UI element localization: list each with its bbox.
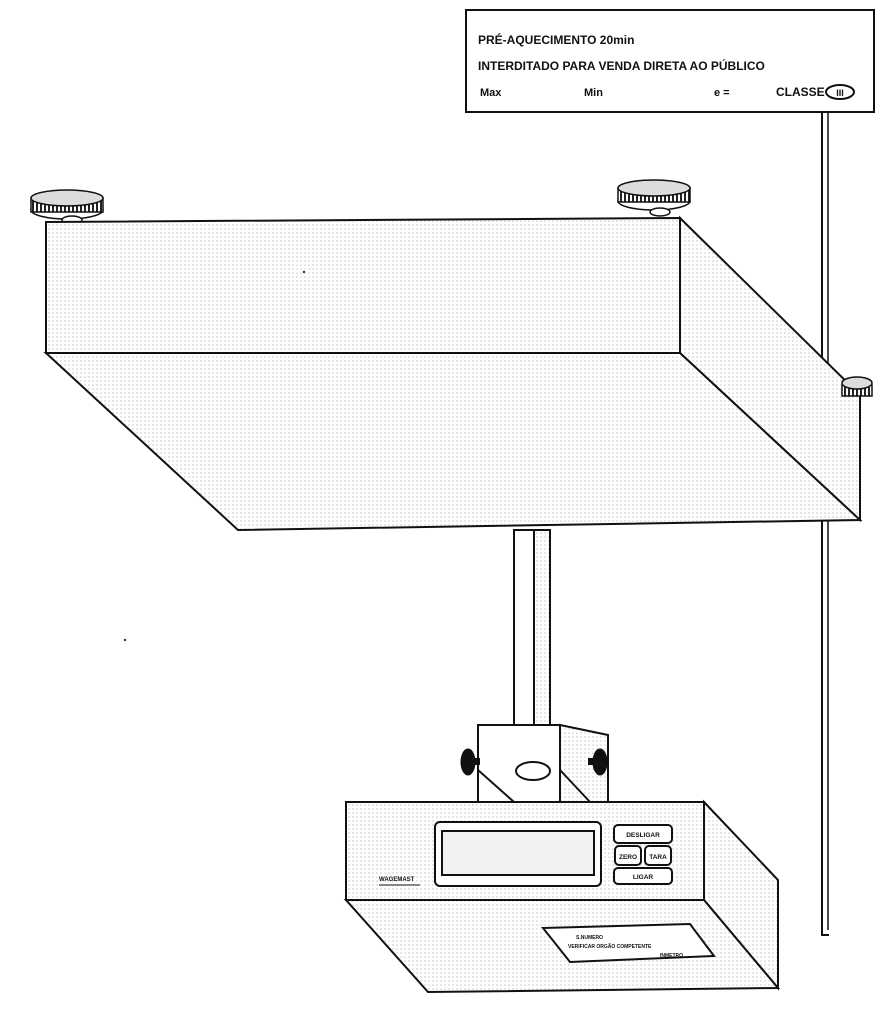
plate-line-2: VERIFICAR ORGÃO COMPETENTE: [568, 943, 652, 950]
label-e: e =: [714, 87, 730, 99]
weight-indicator: WAGEMAST DESLIGAR ZERO TARA LIGAR S.NUME…: [343, 799, 781, 994]
button-top[interactable]: DESLIGAR: [613, 824, 673, 844]
label-max: Max: [480, 87, 502, 99]
button-left[interactable]: ZERO: [614, 845, 642, 866]
levelling-foot-left: [30, 189, 104, 225]
weighing-platform: [43, 215, 863, 532]
svg-text:TARA: TARA: [649, 854, 667, 861]
levelling-foot-back: [841, 376, 873, 397]
support-column: [513, 529, 551, 726]
identification-plate: [540, 922, 716, 964]
svg-text:ZERO: ZERO: [619, 854, 637, 861]
column-side: [533, 529, 551, 726]
bracket-hole: [515, 761, 551, 781]
bracket-front: [477, 724, 561, 803]
plate-line-1: S.NUMERO: [576, 935, 603, 941]
display-window: [441, 830, 595, 876]
classe-roman-numeral: III: [836, 88, 844, 98]
platform-underside: [43, 352, 863, 532]
info-label: PRÉ-AQUECIMENTO 20min INTERDITADO PARA V…: [465, 9, 875, 113]
mounting-bracket: [460, 723, 609, 803]
classe-oval-mark: [825, 84, 855, 100]
label-line-restriction: INTERDITADO PARA VENDA DIRETA AO PÚBLICO: [478, 58, 765, 73]
label-line-preheat: PRÉ-AQUECIMENTO 20min: [478, 32, 634, 47]
plate-line-3: INMETRO: [660, 953, 683, 959]
label-classe: CLASSE: [776, 85, 825, 99]
svg-text:LIGAR: LIGAR: [633, 874, 654, 881]
column-front: [513, 529, 535, 726]
platform-front-face: [45, 216, 681, 354]
button-bottom[interactable]: LIGAR: [613, 867, 673, 885]
label-min: Min: [584, 87, 603, 99]
button-right[interactable]: TARA: [644, 845, 672, 866]
svg-text:DESLIGAR: DESLIGAR: [626, 832, 660, 839]
speck: [302, 270, 306, 274]
indicator-brand: WAGEMAST: [379, 877, 415, 883]
levelling-foot-right: [617, 179, 691, 217]
info-label-frame: [465, 9, 875, 113]
speck: [123, 638, 127, 642]
